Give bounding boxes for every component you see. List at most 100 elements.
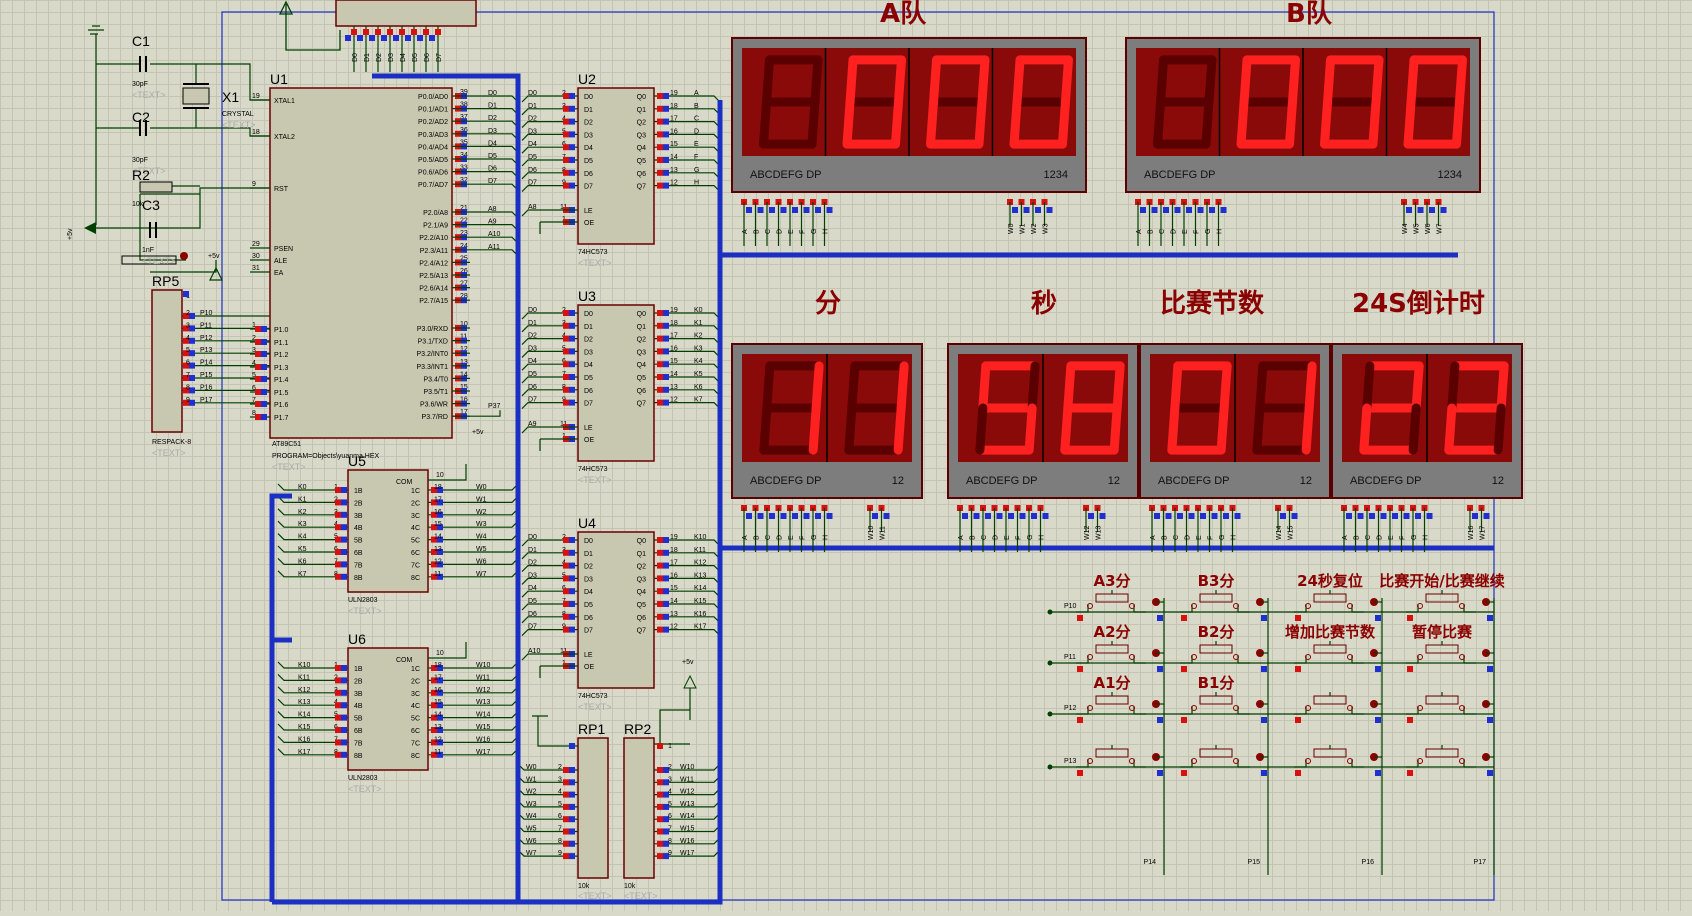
rp2-pin-num: 6 — [668, 813, 672, 820]
latch-out-name: Q0 — [637, 94, 646, 101]
keypad-button[interactable] — [1180, 590, 1268, 621]
keypad-button[interactable] — [1294, 745, 1382, 776]
pin-marker — [657, 361, 663, 368]
pin-marker — [746, 513, 752, 519]
segment-e — [975, 403, 988, 455]
pin-marker — [1369, 513, 1375, 519]
latch-u4[interactable] — [577, 531, 655, 689]
latch-out-net: H — [694, 180, 699, 187]
keypad-button[interactable] — [1076, 692, 1164, 723]
keypad-button[interactable] — [1294, 692, 1382, 723]
latch-u3[interactable] — [577, 304, 655, 462]
pin-marker — [826, 207, 833, 213]
rpack-rp2[interactable] — [623, 737, 655, 879]
segment-e — [1009, 97, 1022, 149]
rp2-pin-num: 2 — [668, 764, 672, 771]
latch-out-name: Q5 — [637, 158, 646, 165]
display-digit-label: 12 — [1108, 475, 1120, 487]
rpack-rp1[interactable] — [577, 737, 609, 879]
pin-marker — [1035, 207, 1041, 213]
latch-in-name: D0 — [584, 94, 593, 101]
rp5-pack[interactable] — [151, 289, 183, 433]
driver-out-num: 17 — [434, 674, 442, 681]
latch-out-num: 17 — [670, 333, 678, 340]
mcu-left-pin-num: 7 — [252, 397, 256, 404]
keypad-button[interactable] — [1076, 590, 1164, 621]
rp2-pin-num: 7 — [668, 826, 672, 833]
driver-u5[interactable] — [347, 469, 429, 593]
pin-marker — [431, 524, 437, 531]
pin-marker — [341, 511, 347, 518]
rp2-net: W14 — [680, 813, 695, 820]
keypad-col-label: P14 — [1144, 859, 1157, 866]
pin-marker — [663, 791, 669, 798]
keypad-button[interactable] — [1294, 590, 1382, 621]
rpack-value: 10k — [624, 883, 636, 890]
pin-marker — [437, 689, 443, 696]
pin-marker — [663, 767, 669, 773]
pin-marker — [657, 386, 663, 393]
keypad-button[interactable] — [1406, 641, 1494, 672]
top-pin-label: D3 — [388, 53, 395, 62]
pin-marker — [437, 727, 443, 733]
display-seg-net: D — [1377, 535, 1384, 540]
mcu-right-pin-name: P3.2/INT0 — [416, 351, 448, 358]
pin-marker — [569, 93, 575, 99]
button-contact — [1417, 705, 1423, 711]
keypad-button[interactable] — [1406, 692, 1494, 723]
driver-u6[interactable] — [347, 647, 429, 771]
pin-marker — [1223, 513, 1229, 519]
keypad-button[interactable] — [1180, 641, 1268, 672]
keypad-button[interactable] — [1180, 745, 1268, 776]
keypad-button[interactable] — [1076, 745, 1164, 776]
latch-u2[interactable] — [577, 87, 655, 245]
pin-marker — [563, 348, 569, 355]
button-cap — [1199, 695, 1233, 705]
pin-marker — [437, 549, 443, 555]
latch-in-net: D7 — [528, 180, 537, 187]
keypad-button[interactable] — [1294, 641, 1382, 672]
pin-marker — [1077, 770, 1083, 776]
latch-out-name: Q5 — [637, 375, 646, 382]
pin-marker — [569, 803, 575, 810]
keypad-button[interactable] — [1076, 641, 1164, 672]
button-contact — [1191, 705, 1197, 711]
wire — [648, 709, 691, 745]
keypad-button[interactable] — [1180, 692, 1268, 723]
keypad-button[interactable] — [1406, 590, 1494, 621]
pin-marker — [335, 511, 341, 518]
latch-out-name: Q0 — [637, 311, 646, 318]
segment-c — [890, 97, 903, 149]
pin-marker — [437, 702, 443, 709]
pin-marker — [757, 513, 764, 519]
segment-f — [1239, 55, 1252, 107]
c3-ref: C3 — [142, 197, 160, 213]
latch-in-name: D5 — [584, 375, 593, 382]
display-seg-net: G — [1411, 535, 1418, 540]
driver-text: <TEXT> — [348, 606, 382, 616]
display-seg-net: G — [1027, 535, 1034, 540]
driver-com: COM — [396, 479, 413, 486]
driver-in-net: K10 — [298, 662, 311, 669]
pin-marker — [1008, 513, 1014, 519]
display-pins-label: ABCDEFG DP — [750, 169, 822, 181]
pin-marker — [183, 387, 189, 394]
mcu-u1[interactable] — [269, 87, 453, 439]
mcu-right-pin-num: 15 — [460, 384, 468, 391]
wire — [428, 464, 467, 481]
driver-text: <TEXT> — [348, 784, 382, 794]
latch-in-name: D6 — [584, 388, 593, 395]
rp5-pin-num: 2 — [186, 310, 190, 317]
r2-ref: R2 — [132, 167, 150, 183]
pin-marker — [1077, 717, 1083, 723]
pin-marker — [435, 29, 441, 35]
keypad-button[interactable] — [1406, 745, 1494, 776]
latch-out-num: 13 — [670, 611, 678, 618]
